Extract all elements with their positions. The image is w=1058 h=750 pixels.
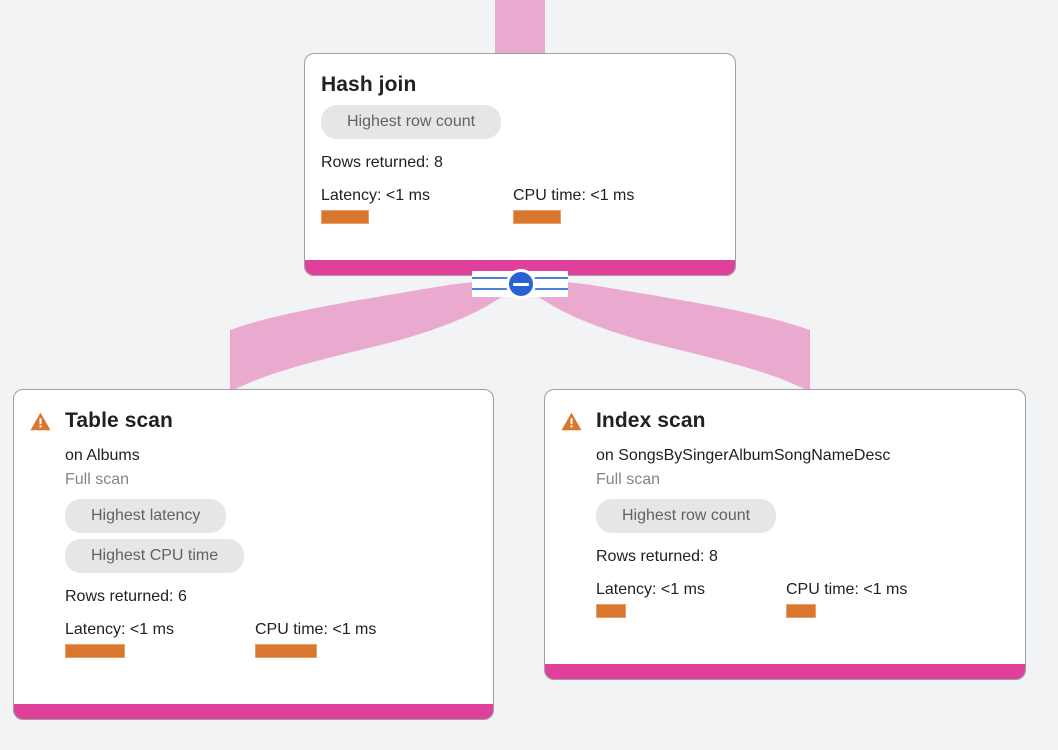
edge-hashjoin-to-index-scan: [524, 281, 810, 392]
node-index-scan-header: Index scan on SongsBySingerAlbumSongName…: [561, 408, 1009, 618]
metric-latency-label: Latency: <1 ms: [596, 581, 705, 598]
warning-slot: [30, 408, 65, 431]
node-footer-bar: [305, 260, 735, 275]
metric-cpu-time-bar: [786, 604, 816, 618]
metric-cpu-time-label: CPU time: <1 ms: [513, 187, 635, 204]
node-table-scan-header-text: Table scan on Albums Full scan Highest l…: [65, 408, 477, 658]
edge-incoming-pipe: [495, 0, 545, 53]
node-table-scan-chips: Highest latency Highest CPU time: [65, 499, 477, 579]
metric-latency-bar: [596, 604, 626, 618]
node-hash-join-body: Hash join Highest row count Rows returne…: [305, 54, 735, 232]
node-scan-type: Full scan: [596, 471, 661, 488]
metric-latency: Latency: <1 ms: [321, 185, 513, 224]
chip-highest-cpu-time: Highest CPU time: [65, 539, 245, 573]
chip-highest-row-count: Highest row count: [596, 499, 777, 533]
metric-latency: Latency: <1 ms: [596, 579, 786, 618]
chip-highest-row-count: Highest row count: [321, 105, 502, 139]
node-subtitle: on Albums: [65, 447, 140, 464]
collapse-toggle-button[interactable]: [472, 269, 568, 299]
node-title: Hash join: [321, 73, 417, 96]
node-index-scan-header-text: Index scan on SongsBySingerAlbumSongName…: [596, 408, 1009, 618]
node-footer-bar: [545, 664, 1025, 679]
chip-highest-latency: Highest latency: [65, 499, 227, 533]
metric-cpu-time-bar: [513, 210, 561, 224]
node-table-scan-metrics: Latency: <1 ms CPU time: <1 ms: [65, 619, 477, 658]
node-title: Table scan: [65, 409, 173, 432]
node-table-scan-body: Table scan on Albums Full scan Highest l…: [14, 390, 493, 666]
minus-icon: [513, 283, 529, 286]
chip-row: Highest row count: [321, 105, 719, 145]
node-index-scan-metrics: Latency: <1 ms CPU time: <1 ms: [596, 579, 1009, 618]
chip-row: Highest CPU time: [65, 539, 477, 579]
node-title: Index scan: [596, 409, 706, 432]
chip-row: Highest row count: [596, 499, 1009, 539]
metric-latency-label: Latency: <1 ms: [65, 621, 174, 638]
metric-latency-label: Latency: <1 ms: [321, 187, 430, 204]
node-subtitle: on SongsBySingerAlbumSongNameDesc: [596, 447, 891, 464]
metric-cpu-time-label: CPU time: <1 ms: [255, 621, 377, 638]
node-scan-type: Full scan: [65, 471, 130, 488]
metric-cpu-time: CPU time: <1 ms: [513, 185, 634, 224]
node-table-scan-header: Table scan on Albums Full scan Highest l…: [30, 408, 477, 658]
metric-latency-bar: [65, 644, 125, 658]
metric-latency: Latency: <1 ms: [65, 619, 255, 658]
node-hash-join-header: Hash join: [321, 72, 719, 97]
warning-slot: [561, 408, 596, 431]
node-table-scan[interactable]: Table scan on Albums Full scan Highest l…: [13, 389, 494, 720]
node-hash-join-chips: Highest row count: [321, 105, 719, 145]
node-hash-join[interactable]: Hash join Highest row count Rows returne…: [304, 53, 736, 276]
metric-cpu-time: CPU time: <1 ms: [255, 619, 376, 658]
node-index-scan[interactable]: Index scan on SongsBySingerAlbumSongName…: [544, 389, 1026, 680]
node-rows-returned: Rows returned: 8: [321, 154, 443, 171]
node-hash-join-header-text: Hash join: [321, 72, 719, 97]
metric-cpu-time: CPU time: <1 ms: [786, 579, 907, 618]
node-index-scan-body: Index scan on SongsBySingerAlbumSongName…: [545, 390, 1025, 626]
node-rows-returned: Rows returned: 6: [65, 588, 187, 605]
warning-triangle-icon: [30, 412, 51, 431]
node-rows-returned: Rows returned: 8: [596, 548, 718, 565]
node-index-scan-chips: Highest row count: [596, 499, 1009, 539]
metric-cpu-time-bar: [255, 644, 317, 658]
node-hash-join-metrics: Latency: <1 ms CPU time: <1 ms: [321, 185, 719, 224]
chip-row: Highest latency: [65, 499, 477, 539]
edge-hashjoin-to-table-scan: [230, 281, 516, 392]
warning-triangle-icon: [561, 412, 582, 431]
node-footer-bar: [14, 704, 493, 719]
metric-latency-bar: [321, 210, 369, 224]
metric-cpu-time-label: CPU time: <1 ms: [786, 581, 908, 598]
